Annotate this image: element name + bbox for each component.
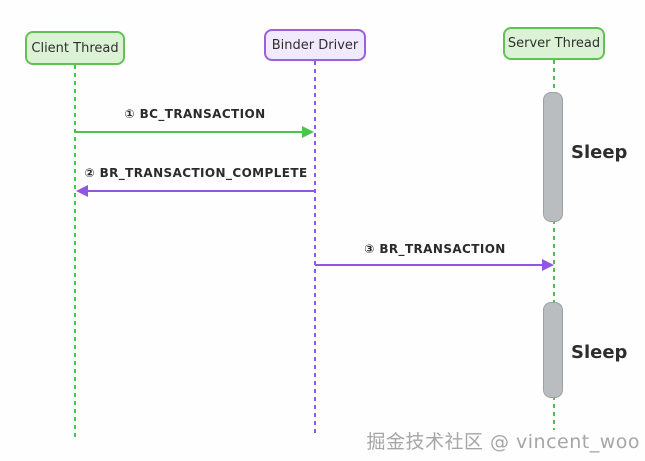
lifeline-server-thread [553,60,555,430]
lifeline-client-thread [74,65,76,440]
activation-bar-sleep-2 [543,302,563,398]
participant-label: Binder Driver [271,37,359,53]
participant-client-thread: Client Thread [25,31,125,65]
watermark-text: 掘金技术社区 @ vincent_woo [366,431,640,453]
lifeline-binder-driver [314,61,316,433]
message-line-br-transaction-complete [87,190,315,192]
participant-label: Server Thread [507,36,601,51]
activation-bar-sleep-1 [543,92,563,222]
arrowhead-right-icon [302,126,314,138]
message-label-bc-transaction: ① BC_TRANSACTION [124,107,266,121]
arrowhead-left-icon [76,185,88,197]
sleep-label-2: Sleep [571,342,628,363]
arrowhead-right-icon [542,259,554,271]
message-line-br-transaction [315,264,542,266]
participant-label: Client Thread [31,40,119,56]
message-label-br-transaction: ③ BR_TRANSACTION [364,242,506,256]
message-line-bc-transaction [75,131,302,133]
participant-binder-driver: Binder Driver [264,29,366,61]
message-label-br-transaction-complete: ② BR_TRANSACTION_COMPLETE [84,166,308,180]
sleep-label-1: Sleep [571,142,628,163]
participant-server-thread: Server Thread [503,27,605,60]
